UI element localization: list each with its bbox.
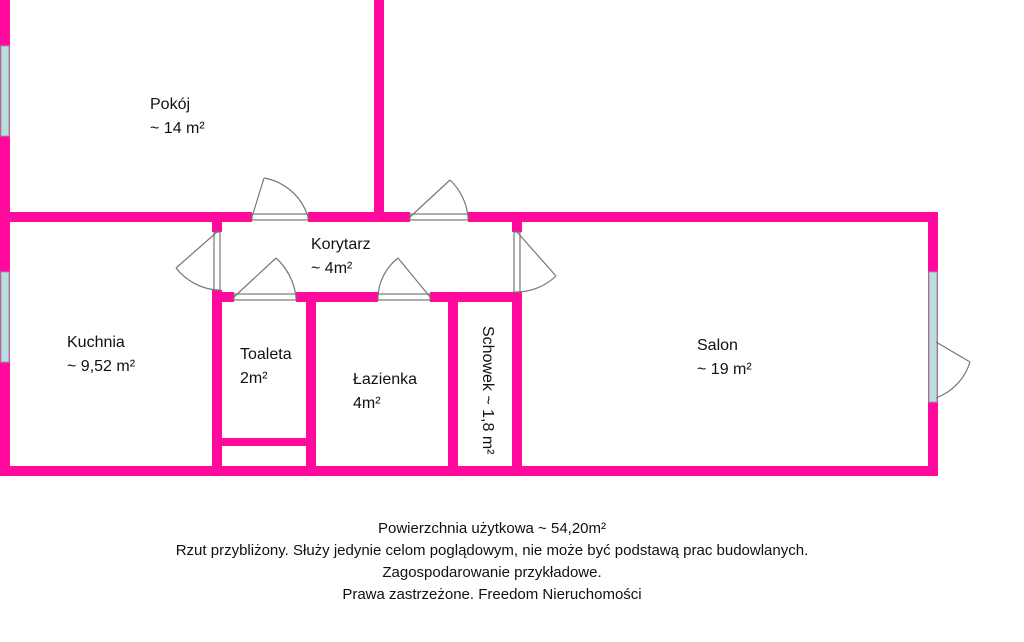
wall-left (0, 0, 10, 476)
walls (0, 0, 938, 476)
door-corridor-top (409, 179, 469, 221)
room-salon-area: ~ 19 m² (697, 361, 752, 378)
wall-corridor-bottom-a (222, 292, 234, 302)
room-pokoj-area: ~ 14 m² (150, 120, 205, 137)
usable-area-note: Powierzchnia użytkowa ~ 54,20m² (377, 520, 607, 537)
windows (0, 45, 938, 403)
window-kuchnia (0, 271, 10, 363)
door-toaleta (233, 257, 297, 301)
room-pokoj-name: Pokój (150, 96, 191, 113)
wall-pokoj-bottom-a (0, 212, 252, 222)
window-salon (928, 271, 938, 403)
room-lazienka: Łazienka 4m² (353, 368, 417, 416)
wall-salon-left-upper (512, 222, 522, 232)
room-kuchnia-name: Kuchnia (67, 334, 125, 351)
room-korytarz-name: Korytarz (311, 236, 371, 253)
wall-pokoj-bottom-b (308, 212, 410, 222)
plan-notes: Powierzchnia użytkowa ~ 54,20m² Rzut prz… (0, 518, 984, 606)
window-pokoj (0, 45, 10, 137)
door-kuchnia (175, 231, 221, 291)
room-toaleta-name: Toaleta (240, 346, 292, 363)
room-korytarz-area: ~ 4m² (311, 260, 353, 277)
room-toaleta-area: 2m² (240, 370, 268, 387)
room-kuchnia-area: ~ 9,52 m² (67, 358, 136, 375)
wall-lazienka-right (448, 302, 458, 476)
wall-corridor-bottom-b (296, 292, 378, 302)
wall-kuchnia-right-lower (212, 290, 222, 476)
wall-kuchnia-right (212, 222, 222, 232)
door-salon (513, 231, 557, 293)
wall-bottom (0, 466, 938, 476)
door-balcony (935, 341, 971, 399)
disclaimer-note: Rzut przybliżony. Służy jedynie celom po… (175, 542, 809, 559)
room-salon: Salon ~ 19 m² (697, 334, 752, 382)
room-lazienka-name: Łazienka (353, 371, 418, 388)
room-salon-name: Salon (697, 337, 738, 354)
wall-corridor-bottom-c (430, 292, 522, 302)
doors (175, 177, 971, 399)
room-lazienka-area: 4m² (353, 395, 381, 412)
wall-salon-top (468, 212, 938, 222)
wall-toaleta-shelf (222, 438, 306, 446)
furnishing-note: Zagospodarowanie przykładowe. (382, 564, 602, 581)
room-korytarz: Korytarz ~ 4m² (311, 233, 371, 281)
wall-toaleta-right (306, 302, 316, 476)
copyright-note: Prawa zastrzeżone. Freedom Nieruchomości (342, 586, 642, 603)
wall-salon-left (512, 292, 522, 476)
wall-pokoj-right (374, 0, 384, 222)
room-pokoj: Pokój ~ 14 m² (150, 93, 205, 141)
door-pokoj (251, 177, 309, 221)
room-schowek: Schowek ~ 1,8 m² (479, 326, 496, 455)
room-kuchnia: Kuchnia ~ 9,52 m² (67, 331, 135, 379)
door-lazienka (377, 257, 431, 301)
room-toaleta: Toaleta 2m² (240, 343, 292, 391)
